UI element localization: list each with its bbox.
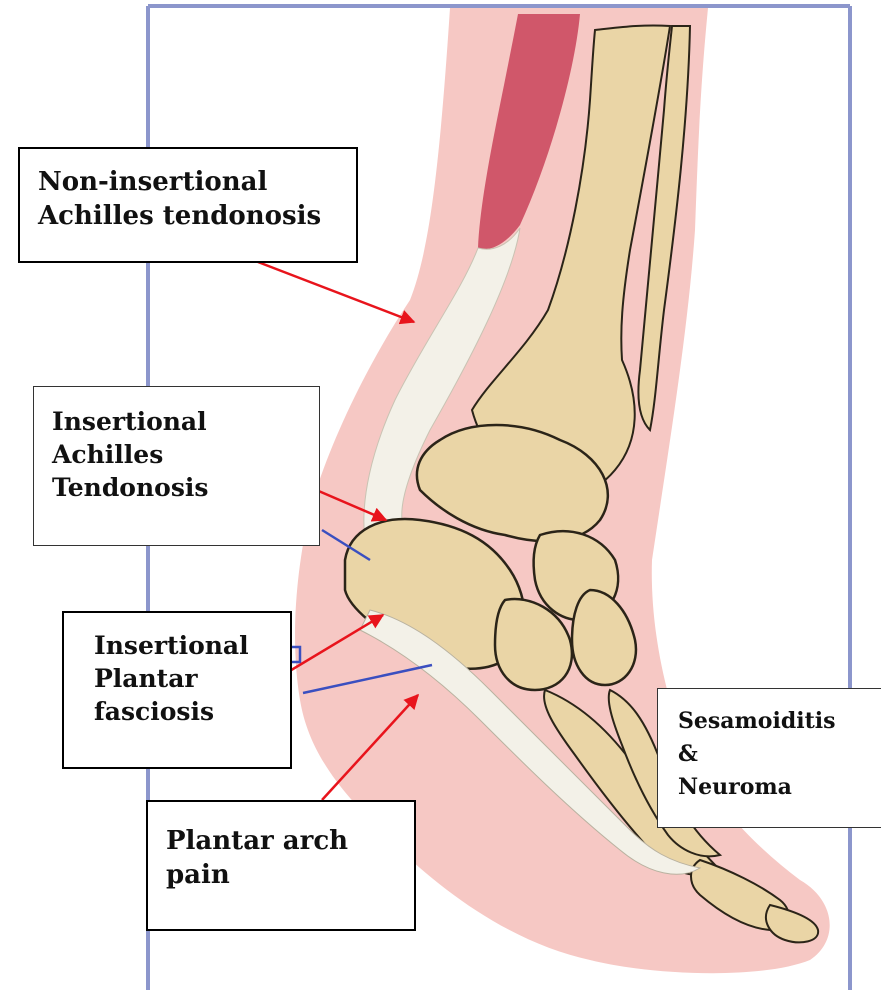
label-insertional-achilles: Insertional Achilles Tendonosis (33, 386, 320, 546)
arrow-non-insertional (258, 262, 414, 322)
label-text: Achilles tendonosis (38, 199, 338, 233)
label-insertional-plantar: Insertional Plantar fasciosis (62, 611, 292, 769)
label-text: Insertional (94, 629, 260, 662)
label-text: Neuroma (678, 771, 861, 804)
label-text: Plantar (94, 662, 260, 695)
label-text: Achilles (52, 438, 301, 471)
label-text: & (678, 738, 861, 771)
label-text: Sesamoiditis (678, 705, 861, 738)
label-text: Insertional (52, 405, 301, 438)
label-text: Non-insertional (38, 165, 338, 199)
label-sesamoiditis-neuroma: Sesamoiditis & Neuroma (657, 688, 881, 828)
label-non-insertional-achilles: Non-insertional Achilles tendonosis (18, 147, 358, 263)
label-text: fasciosis (94, 695, 260, 728)
label-text: pain (166, 858, 396, 892)
label-text: Tendonosis (52, 471, 301, 504)
label-plantar-arch-pain: Plantar arch pain (146, 800, 416, 931)
label-text: Plantar arch (166, 824, 396, 858)
